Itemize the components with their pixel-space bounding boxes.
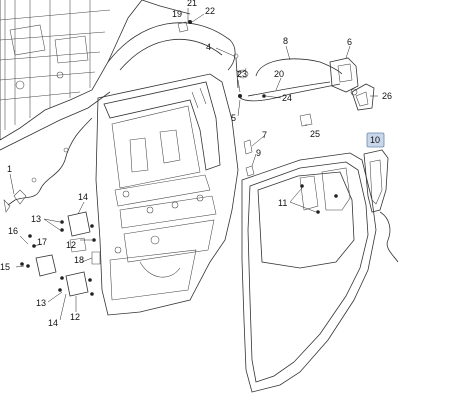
callout-19: 19: [172, 9, 182, 19]
leader-lines: [9, 8, 378, 321]
callout-8: 8: [283, 36, 288, 46]
callout-15: 15: [0, 262, 10, 272]
callout-10-highlight: [366, 132, 385, 148]
callout-7: 7: [262, 130, 267, 140]
door-outer-panel: [241, 152, 377, 393]
callout-12-b: 12: [70, 312, 80, 322]
hinge-parts: [20, 211, 101, 297]
callout-4: 4: [206, 42, 211, 52]
callout-16: 16: [8, 226, 18, 236]
callout-23: 23: [237, 69, 247, 79]
callout-18: 18: [74, 255, 84, 265]
callout-11: 11: [278, 198, 287, 208]
door-inner-frame: [95, 73, 239, 316]
callout-labels: 1 4 5 6 7 8 9 10 11 12 12 13 13 14 14 15…: [0, 0, 392, 328]
callout-21: 21: [187, 0, 197, 8]
callout-25: 25: [310, 129, 320, 139]
callout-12-a: 12: [66, 240, 76, 250]
wiring-harness: [3, 117, 93, 213]
highlighted-trim-part: [363, 149, 399, 263]
callout-22: 22: [205, 6, 215, 16]
callout-14-a: 14: [78, 192, 88, 202]
callout-17: 17: [37, 237, 47, 247]
callout-10: 10: [370, 135, 380, 145]
callout-5: 5: [231, 113, 236, 123]
callout-9: 9: [256, 148, 261, 158]
callout-14-b: 14: [48, 318, 58, 328]
callout-6: 6: [347, 37, 352, 47]
callout-1: 1: [7, 164, 12, 174]
callout-24: 24: [282, 93, 292, 103]
fasteners: [300, 184, 338, 214]
latch-and-cables: [177, 20, 375, 177]
callout-13-b: 13: [36, 298, 46, 308]
callout-20: 20: [274, 69, 284, 79]
callout-13-a: 13: [31, 214, 41, 224]
body-shell: [0, 0, 236, 151]
callout-26: 26: [382, 91, 392, 101]
